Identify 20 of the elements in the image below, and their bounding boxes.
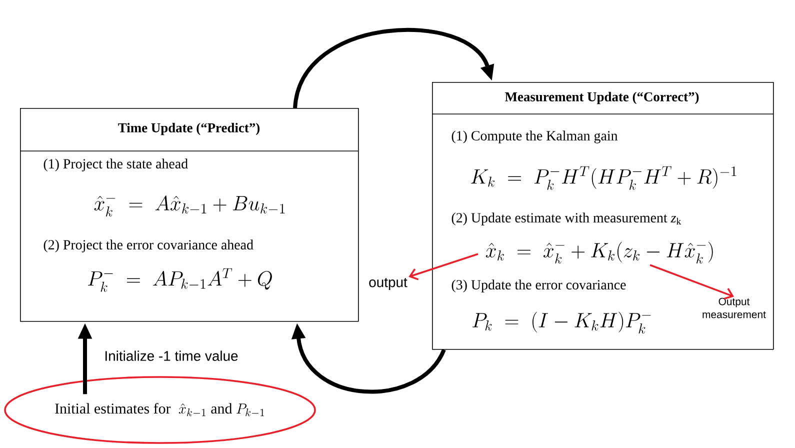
step-text: (3) Update the error covariance bbox=[452, 280, 626, 292]
box-title: Measurement Update (“Correct”) bbox=[505, 92, 699, 104]
equation: $P_{k} \;=\; (I - K_{k}H)P^{-}_{k}$ bbox=[472, 312, 651, 334]
step-text: (1) Project the state ahead bbox=[44, 158, 188, 172]
equation: $P^{-}_{k} \;=\; AP_{k-1}A^{T} + Q$ bbox=[88, 268, 272, 292]
equation: $K_{k} \;=\; P^{-}_{k}H^{T}(HP^{-}_{k}H^{T} + R)^{-1}$ bbox=[471, 166, 736, 190]
text-label: output bbox=[369, 278, 408, 290]
arrow bbox=[408, 253, 478, 280]
equation: $\hat{x}^{-}_{k} \;=\; A\hat{x}_{k-1} + Bu_{k-1}$ bbox=[94, 196, 285, 217]
step-text: (2) Project the error covariance ahead bbox=[44, 240, 254, 252]
text-label: Output measurement bbox=[702, 298, 766, 318]
process-box bbox=[20, 108, 359, 322]
equation: $\hat{x}_{k} \;=\; \hat{x}^{-}_{k} + K_{k}(z_{k} - H\hat{x}^{-}_{k})$ bbox=[486, 242, 713, 264]
step-text: (1) Compute the Kalman gain bbox=[452, 130, 618, 144]
arrow bbox=[650, 264, 734, 300]
process-box bbox=[432, 82, 774, 350]
arrow bbox=[293, 28, 494, 108]
edge-label: Initialize -1 time value bbox=[103, 350, 240, 362]
box-title: Time Update (“Predict”) bbox=[118, 122, 260, 136]
step-text: (2) Update estimate with measurement z$_{k}$ bbox=[452, 212, 682, 226]
